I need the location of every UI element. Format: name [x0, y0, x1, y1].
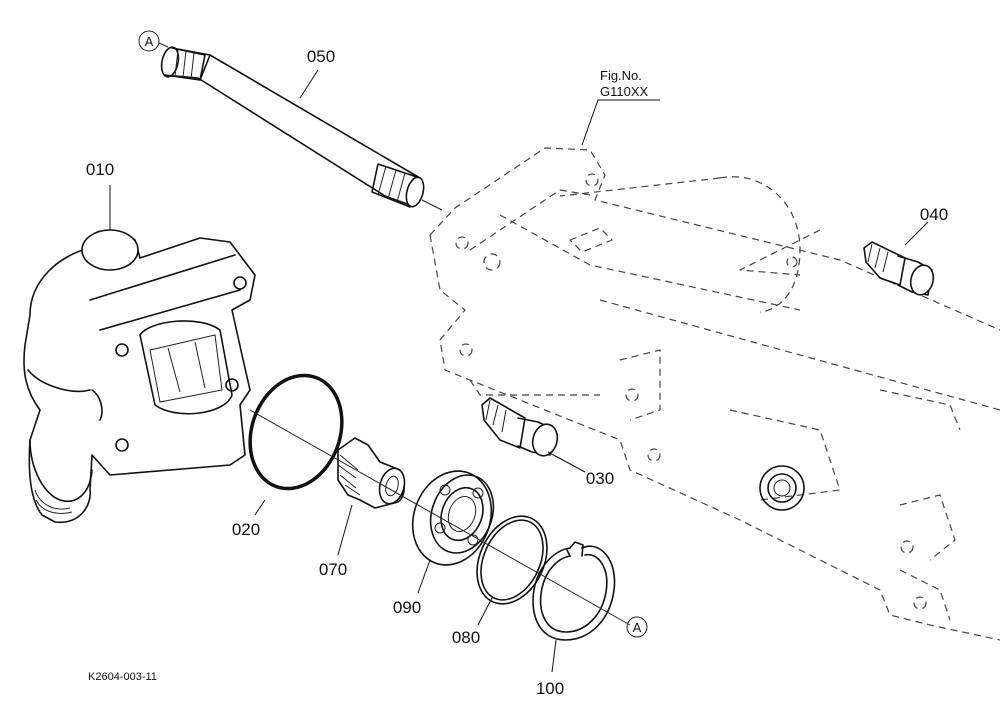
bearing-090	[411, 470, 495, 566]
label-080: 080	[452, 628, 480, 647]
assembly-axis	[109, 69, 929, 673]
label-050: 050	[307, 47, 335, 66]
bolt-030	[481, 397, 559, 457]
label-070: 070	[319, 560, 347, 579]
label-030: 030	[586, 469, 614, 488]
fig-ref-line2: G110XX	[600, 84, 649, 99]
marker-a-end-text: A	[633, 620, 642, 635]
o-ring-020	[248, 373, 344, 491]
label-020: 020	[232, 520, 260, 539]
shaft-050	[160, 46, 443, 211]
drawing-id: K2604-003-11	[88, 671, 157, 683]
snap-ring-100	[532, 541, 616, 641]
marker-a-start: A	[138, 30, 169, 52]
bolt-040	[863, 241, 935, 296]
ring-080	[476, 515, 548, 605]
fig-ref-line1: Fig.No.	[600, 68, 642, 83]
bevel-gear-070	[337, 437, 406, 509]
label-010: 010	[86, 160, 114, 179]
cover-010	[23, 229, 256, 523]
transmission-housing	[429, 147, 1000, 641]
label-090: 090	[393, 598, 421, 617]
marker-a-start-text: A	[145, 34, 154, 49]
label-040: 040	[920, 205, 948, 224]
marker-a-end: A	[626, 616, 648, 638]
label-100: 100	[536, 679, 564, 698]
